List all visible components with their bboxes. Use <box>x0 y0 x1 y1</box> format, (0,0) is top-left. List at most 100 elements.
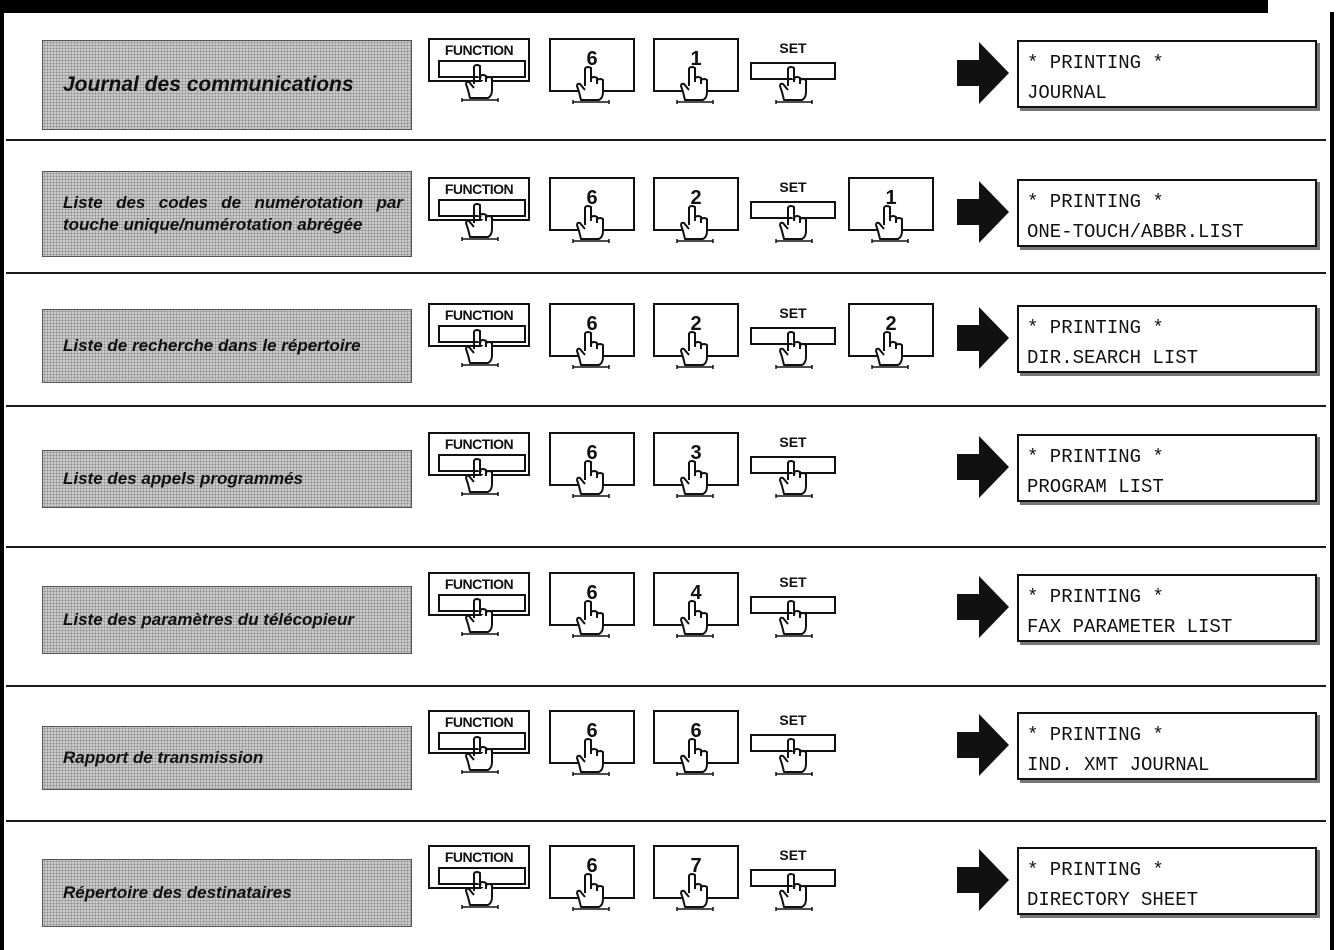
report-label-text: Répertoire des destinataires <box>63 882 292 902</box>
lcd-status-line: * PRINTING * <box>1027 317 1164 339</box>
number-key-label: 1 <box>885 187 897 209</box>
number-key-1[interactable]: 1 <box>653 38 739 92</box>
number-key-label: 6 <box>586 187 598 209</box>
function-key[interactable]: FUNCTION <box>428 177 530 221</box>
press-finger-icon <box>775 205 813 243</box>
press-finger-icon <box>676 205 714 243</box>
press-finger-icon <box>461 203 499 241</box>
lcd-display: * PRINTING * FAX PARAMETER LIST <box>1017 574 1317 642</box>
lcd-status-line: * PRINTING * <box>1027 446 1164 468</box>
lcd-report-name: DIR.SEARCH LIST <box>1027 347 1199 369</box>
report-label: Liste des appels programmés <box>42 450 412 508</box>
row-divider <box>6 685 1326 687</box>
lcd-display: * PRINTING *PROGRAM LIST <box>1017 434 1317 502</box>
press-finger-icon <box>461 458 499 496</box>
lcd-status-line: * PRINTING * <box>1027 586 1164 608</box>
number-key-label: 7 <box>690 855 702 877</box>
top-border <box>0 0 1268 13</box>
set-key-label: SET <box>779 712 807 728</box>
report-label: Liste de recherche dans le répertoire <box>42 309 412 383</box>
number-key-6[interactable]: 6 <box>549 38 635 92</box>
arrow-right-icon <box>957 714 1009 776</box>
report-label: Liste des paramètres du télécopieur <box>42 586 412 654</box>
set-key-label: SET <box>779 40 807 56</box>
set-key-label: SET <box>779 847 807 863</box>
lcd-report-name: ONE-TOUCH/ABBR.LIST <box>1027 221 1244 243</box>
press-finger-icon <box>871 331 909 369</box>
lcd-status-line: * PRINTING * <box>1027 724 1164 746</box>
row-divider <box>6 272 1326 274</box>
lcd-display: * PRINTING *ONE-TOUCH/ABBR.LIST <box>1017 179 1317 247</box>
row-divider <box>6 405 1326 407</box>
press-finger-icon <box>775 460 813 498</box>
number-key-label: 6 <box>586 582 598 604</box>
report-label: Rapport de transmission <box>42 726 412 790</box>
arrow-right-icon <box>957 436 1009 498</box>
press-finger-icon <box>775 66 813 104</box>
report-row: Répertoire des destinataires FUNCTION 6 7 SE… <box>4 821 1330 946</box>
function-key-label: FUNCTION <box>444 576 514 592</box>
number-key-6[interactable]: 6 <box>549 845 635 899</box>
report-label: Journal des communications <box>42 40 412 130</box>
function-key-label: FUNCTION <box>444 849 514 865</box>
press-finger-icon <box>572 873 610 911</box>
number-key-label: 6 <box>586 313 598 335</box>
report-label-text: Rapport de transmission <box>63 747 264 767</box>
number-key-label: 3 <box>690 442 702 464</box>
press-finger-icon <box>775 600 813 638</box>
lcd-display: * PRINTING * IND. XMT JOURNAL <box>1017 712 1317 780</box>
number-key-6[interactable]: 6 <box>549 710 635 764</box>
arrow-right-icon <box>957 849 1009 911</box>
press-finger-icon <box>676 600 714 638</box>
number-key-2[interactable]: 2 <box>653 177 739 231</box>
report-label-text: Liste des appels programmés <box>63 468 303 488</box>
row-divider <box>6 820 1326 822</box>
press-finger-icon <box>572 738 610 776</box>
press-finger-icon <box>461 64 499 102</box>
left-border <box>0 0 4 950</box>
lcd-status-line: * PRINTING * <box>1027 859 1164 881</box>
lcd-display: * PRINTING * DIR.SEARCH LIST <box>1017 305 1317 373</box>
number-key-6[interactable]: 6 <box>549 572 635 626</box>
report-row: Liste des paramètres du télécopieur FUNCT… <box>4 548 1330 679</box>
press-finger-icon <box>676 66 714 104</box>
press-finger-icon <box>676 460 714 498</box>
press-finger-icon <box>676 738 714 776</box>
number-key-1[interactable]: 1 <box>848 177 934 231</box>
lcd-display: * PRINTING *JOURNAL <box>1017 40 1317 108</box>
press-finger-icon <box>676 331 714 369</box>
number-key-label: 2 <box>690 187 702 209</box>
report-label: Répertoire des destinataires <box>42 859 412 927</box>
press-finger-icon <box>461 736 499 774</box>
function-key-label: FUNCTION <box>444 42 514 58</box>
lcd-report-name: DIRECTORY SHEET <box>1027 889 1199 911</box>
press-finger-icon <box>572 66 610 104</box>
number-key-label: 6 <box>586 48 598 70</box>
report-label-text: Liste des codes de numérotation par touc… <box>63 192 403 234</box>
number-key-label: 2 <box>885 313 897 335</box>
press-finger-icon <box>572 460 610 498</box>
lcd-report-name: IND. XMT JOURNAL <box>1027 754 1210 776</box>
report-label-text: Liste de recherche dans le répertoire <box>63 335 361 355</box>
press-finger-icon <box>871 205 909 243</box>
number-key-3[interactable]: 3 <box>653 432 739 486</box>
number-key-6[interactable]: 6 <box>653 710 739 764</box>
lcd-report-name: FAX PARAMETER LIST <box>1027 616 1233 638</box>
lcd-display: * PRINTING * DIRECTORY SHEET <box>1017 847 1317 915</box>
arrow-right-icon <box>957 42 1009 104</box>
set-key-label: SET <box>779 305 807 321</box>
number-key-label: 1 <box>690 48 702 70</box>
arrow-right-icon <box>957 307 1009 369</box>
report-label: Liste des codes de numérotation par touc… <box>42 171 412 257</box>
number-key-label: 6 <box>586 442 598 464</box>
press-finger-icon <box>775 873 813 911</box>
arrow-right-icon <box>957 181 1009 243</box>
row-divider <box>6 139 1326 141</box>
function-key-label: FUNCTION <box>444 181 514 197</box>
row-divider <box>6 546 1326 548</box>
number-key-label: 6 <box>586 720 598 742</box>
press-finger-icon <box>775 738 813 776</box>
